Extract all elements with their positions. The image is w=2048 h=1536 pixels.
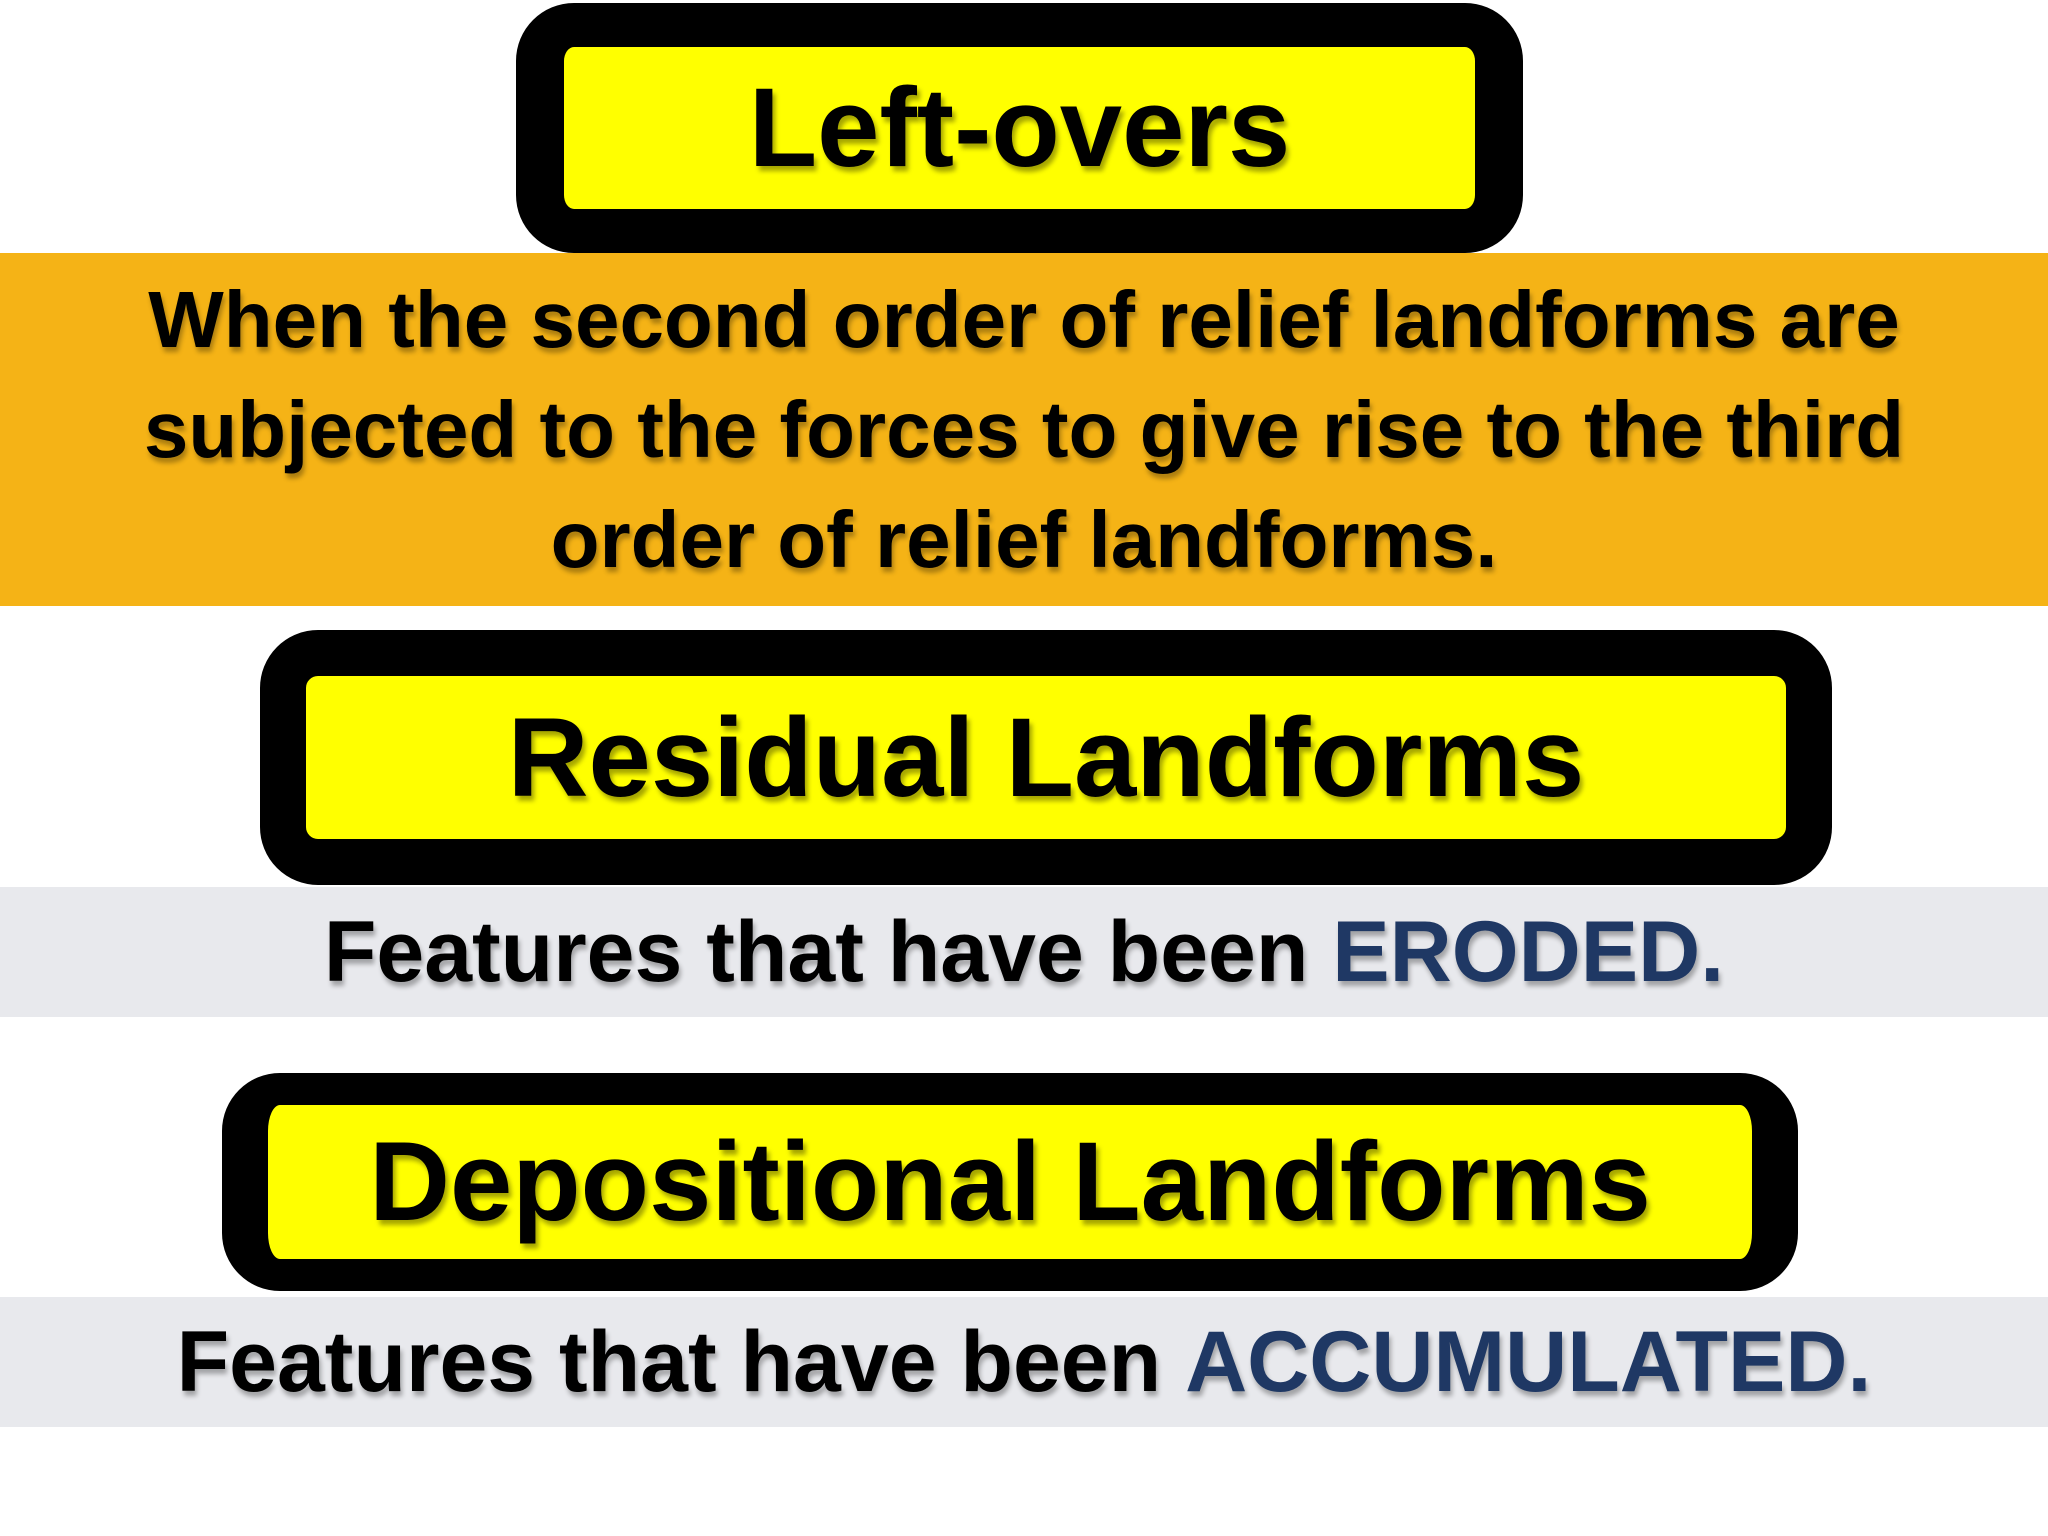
depositional-description-prefix: Features that have been (176, 1314, 1186, 1410)
residual-description-prefix: Features that have been (323, 904, 1333, 1000)
residual-landforms-box: Residual Landforms (260, 630, 1832, 885)
depositional-description-highlight: ACCUMULATED. (1185, 1314, 1872, 1410)
residual-description-bar: Features that have been ERODED. (0, 887, 2048, 1017)
depositional-landforms-heading: Depositional Landforms (369, 1119, 1651, 1244)
intro-banner-line-1: When the second order of relief landform… (148, 274, 1900, 364)
depositional-description-bar: Features that have been ACCUMULATED. (0, 1297, 2048, 1427)
residual-description-highlight: ERODED. (1332, 904, 1725, 1000)
title-box: Left-overs (516, 3, 1523, 253)
title-box-label: Left-overs (748, 65, 1291, 190)
intro-banner-line-2: subjected to the forces to give rise to … (143, 384, 1905, 474)
intro-banner: When the second order of relief landform… (0, 253, 2048, 606)
intro-banner-line-3: order of relief landforms. (550, 494, 1498, 584)
residual-landforms-heading: Residual Landforms (507, 694, 1585, 820)
depositional-landforms-box: Depositional Landforms (222, 1073, 1798, 1291)
